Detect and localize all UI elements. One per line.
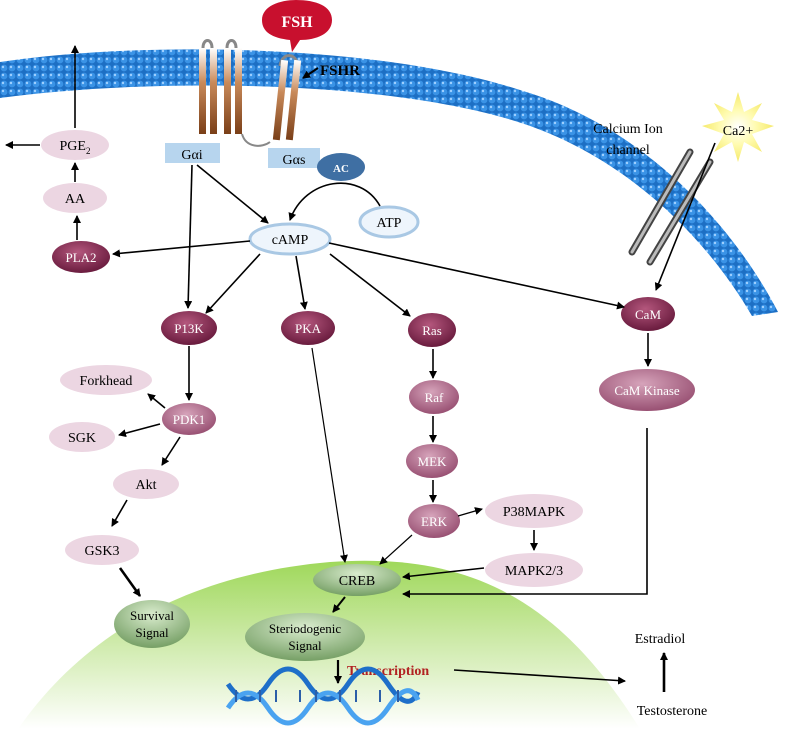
arrow-camp-pla2 [112,240,251,258]
mapk23-label: MAPK2/3 [505,564,563,579]
arrow-creb-steroidogenic [332,596,346,613]
cam-label: CaM [635,307,661,322]
pge2-node [41,130,109,160]
steroidogenic-label-2: Signal [288,638,322,653]
arrow-atp-camp [288,182,381,221]
fsh-ligand [262,0,332,52]
arrow-gai-camp [196,164,269,224]
steroidogenic-label-1: Steriodogenic [269,621,341,636]
steroidogenic-node [245,613,365,661]
arrow-pka-creb [311,347,348,563]
arrow-pdk1-akt [161,436,181,466]
arrow-transcription-products [453,669,626,685]
calcium-channel-label-1: Calcium Ion [593,122,663,137]
p38mapk-label: P38MAPK [503,505,565,520]
erk-node [408,504,460,538]
aa-label: AA [65,192,86,207]
atp-label: ATP [377,216,402,231]
p38mapk-node [485,494,583,528]
creb-node [313,564,401,596]
arrow-camp-ras [329,253,411,317]
arrow-pdk1-sgk [118,423,161,438]
akt-label: Akt [136,478,157,493]
raf-label: Raf [425,390,444,405]
gai-box [165,143,220,163]
arrow-camp-p13k [205,253,261,314]
estradiol-label: Estradiol [635,632,686,647]
survival-label-1: Survival [130,608,174,623]
gas-label: Gαs [283,153,306,168]
arrow-gsk3-survival [118,567,142,597]
mek-label: MEK [418,454,448,469]
calcium-ion-label: Ca2+ [723,124,754,139]
pka-label: PKA [295,321,322,336]
ras-label: Ras [422,323,442,338]
fshr-label: FSHR [320,63,360,79]
cell-membrane [0,49,778,317]
pka-node [281,311,335,345]
sgk-node [49,422,115,452]
arrow-mapk23-creb [402,567,485,581]
forkhead-label: Forkhead [80,374,133,389]
ras-node [408,313,456,347]
fshr-pointer-arrow [302,67,319,79]
pdk1-node [162,403,216,435]
pge2-label: PGE2 [60,139,91,156]
forkhead-node [60,365,152,395]
pdk1-label: PDK1 [173,412,206,427]
mek-node [406,444,458,478]
aa-node [43,183,107,213]
calcium-burst [702,92,774,162]
arrow-gai-p13k [184,164,193,309]
cam-kinase-node [599,369,695,411]
p13k-node [161,311,217,345]
fsh-label: FSH [281,14,313,31]
arrow-akt-gsk3 [111,499,128,527]
raf-node [409,380,459,414]
cam-node [621,297,675,331]
gas-box [268,148,320,168]
arrow-erk-creb [379,534,413,565]
mapk23-node [485,553,583,587]
p13k-label: P13K [174,321,204,336]
arrow-erk-p38 [457,507,483,517]
arrow-camp-pka [295,255,308,310]
akt-node [113,469,179,499]
arrow-camkinase-creb [402,428,648,598]
dna-helix-icon [225,666,421,726]
arrow-ca-cam [654,142,716,291]
testosterone-label: Testosterone [637,704,708,719]
arrow-camp-cam [328,242,625,310]
survival-label-2: Signal [135,625,169,640]
gsk3-node [65,535,139,565]
pla2-label: PLA2 [65,250,96,265]
receptor-transmembrane [199,39,302,147]
erk-label: ERK [421,514,448,529]
ac-node [317,153,365,181]
gai-label: Gαi [181,148,202,163]
gsk3-label: GSK3 [84,544,119,559]
camp-label: cAMP [272,233,309,248]
pla2-node [52,241,110,273]
creb-label: CREB [339,574,376,589]
camp-node [248,222,332,256]
arrow-pdk1-forkhead [147,393,166,409]
pathway-arrows [5,45,716,692]
ac-label: AC [333,163,349,175]
survival-node [114,600,190,648]
cam-kinase-label: CaM Kinase [614,383,680,398]
sgk-label: SGK [68,431,96,446]
atp-node [358,205,420,239]
calcium-channel-label-2: channel [606,143,650,158]
